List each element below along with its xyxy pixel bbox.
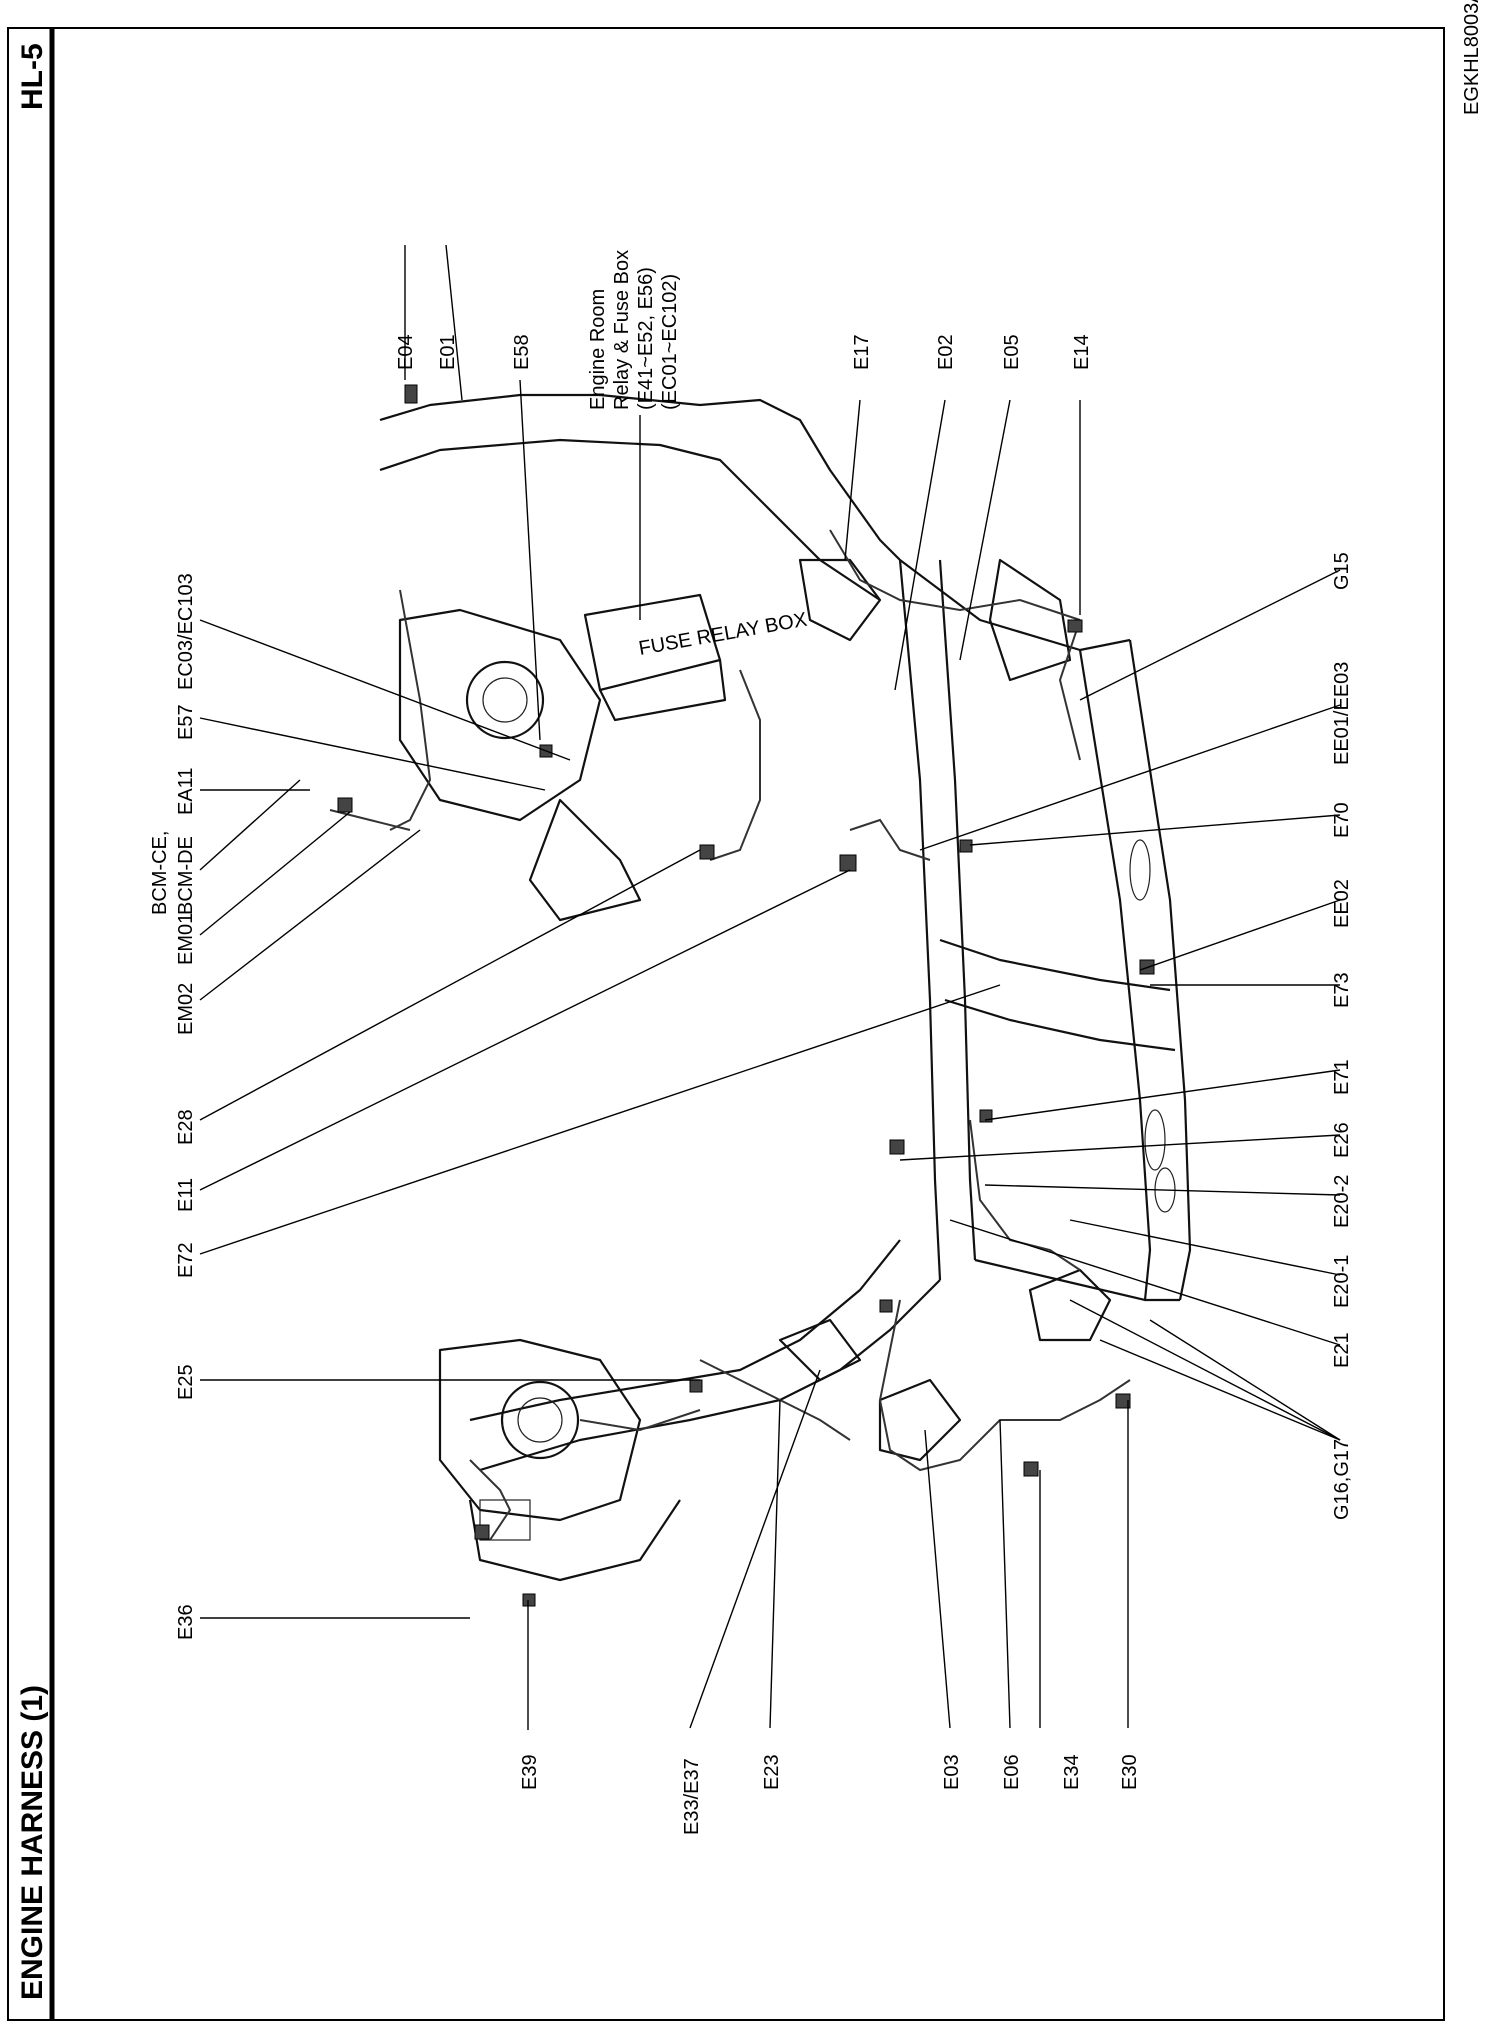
label-e25: E25 <box>175 1364 197 1400</box>
page-code: HL-5 <box>16 43 49 110</box>
label-e57: E57 <box>175 704 197 740</box>
label-ec03-ec103: EC03/EC103 <box>175 573 197 690</box>
callout-leaders <box>199 244 1341 1730</box>
label-e01: E01 <box>437 334 459 370</box>
label-bcm-ce: BCM-CE, <box>149 831 171 915</box>
label-e23: E23 <box>761 1754 783 1790</box>
label-e06: E06 <box>1001 1754 1023 1790</box>
label-e70: E70 <box>1331 802 1353 838</box>
page-border <box>7 27 1445 2021</box>
page-title: ENGINE HARNESS (1) <box>16 1685 49 2000</box>
label-e72: E72 <box>175 1242 197 1278</box>
label-e14: E14 <box>1071 334 1093 370</box>
label-g16-g17: G16,G17 <box>1331 1439 1353 1520</box>
label-e26: E26 <box>1331 1122 1353 1158</box>
label-bcm-de: BCM-DE <box>175 836 197 915</box>
label-e39: E39 <box>519 1754 541 1790</box>
label-e04: E04 <box>395 334 417 370</box>
label-ee02: EE02 <box>1331 879 1353 928</box>
label-e02: E02 <box>935 334 957 370</box>
label-e21: E21 <box>1331 1332 1353 1368</box>
label-e73: E73 <box>1331 972 1353 1008</box>
label-e11: E11 <box>175 1178 197 1212</box>
engine-compartment-drawing: FUSE RELAY BOX <box>329 384 1192 1607</box>
label-relay-box-2: Relay & Fuse Box <box>611 250 633 410</box>
label-ea11: EA11 <box>175 768 197 815</box>
label-e36: E36 <box>175 1604 197 1640</box>
label-e20-1: E20-1 <box>1331 1255 1353 1308</box>
fuse-box-marking: FUSE RELAY BOX <box>637 609 809 660</box>
label-e30: E30 <box>1119 1754 1141 1790</box>
label-e71: E71 <box>1331 1059 1353 1095</box>
label-em02: EM02 <box>175 983 197 1035</box>
label-e58: E58 <box>511 334 533 370</box>
label-e20-2: E20-2 <box>1331 1175 1353 1228</box>
callout-labels: E36 E39 E33/E37 E23 E03 E06 E34 E30 E25 … <box>149 250 1353 1835</box>
label-e28: E28 <box>175 1109 197 1145</box>
figure-id: EGKHL8003AN <box>1461 0 1483 115</box>
label-ee01-ee03: EE01/EE03 <box>1331 662 1353 765</box>
label-e05: E05 <box>1001 334 1023 370</box>
label-relay-box-3: (E41~E52, E56) <box>635 267 657 410</box>
label-relay-box-4: (EC01~EC102) <box>659 274 681 410</box>
label-relay-box-1: Engine Room <box>587 289 609 410</box>
label-g15: G15 <box>1331 552 1353 590</box>
label-em01: EM01 <box>175 913 197 965</box>
label-e33-e37: E33/E37 <box>681 1758 703 1835</box>
label-e03: E03 <box>941 1754 963 1790</box>
label-e34: E34 <box>1061 1754 1083 1790</box>
label-e17: E17 <box>851 334 873 370</box>
